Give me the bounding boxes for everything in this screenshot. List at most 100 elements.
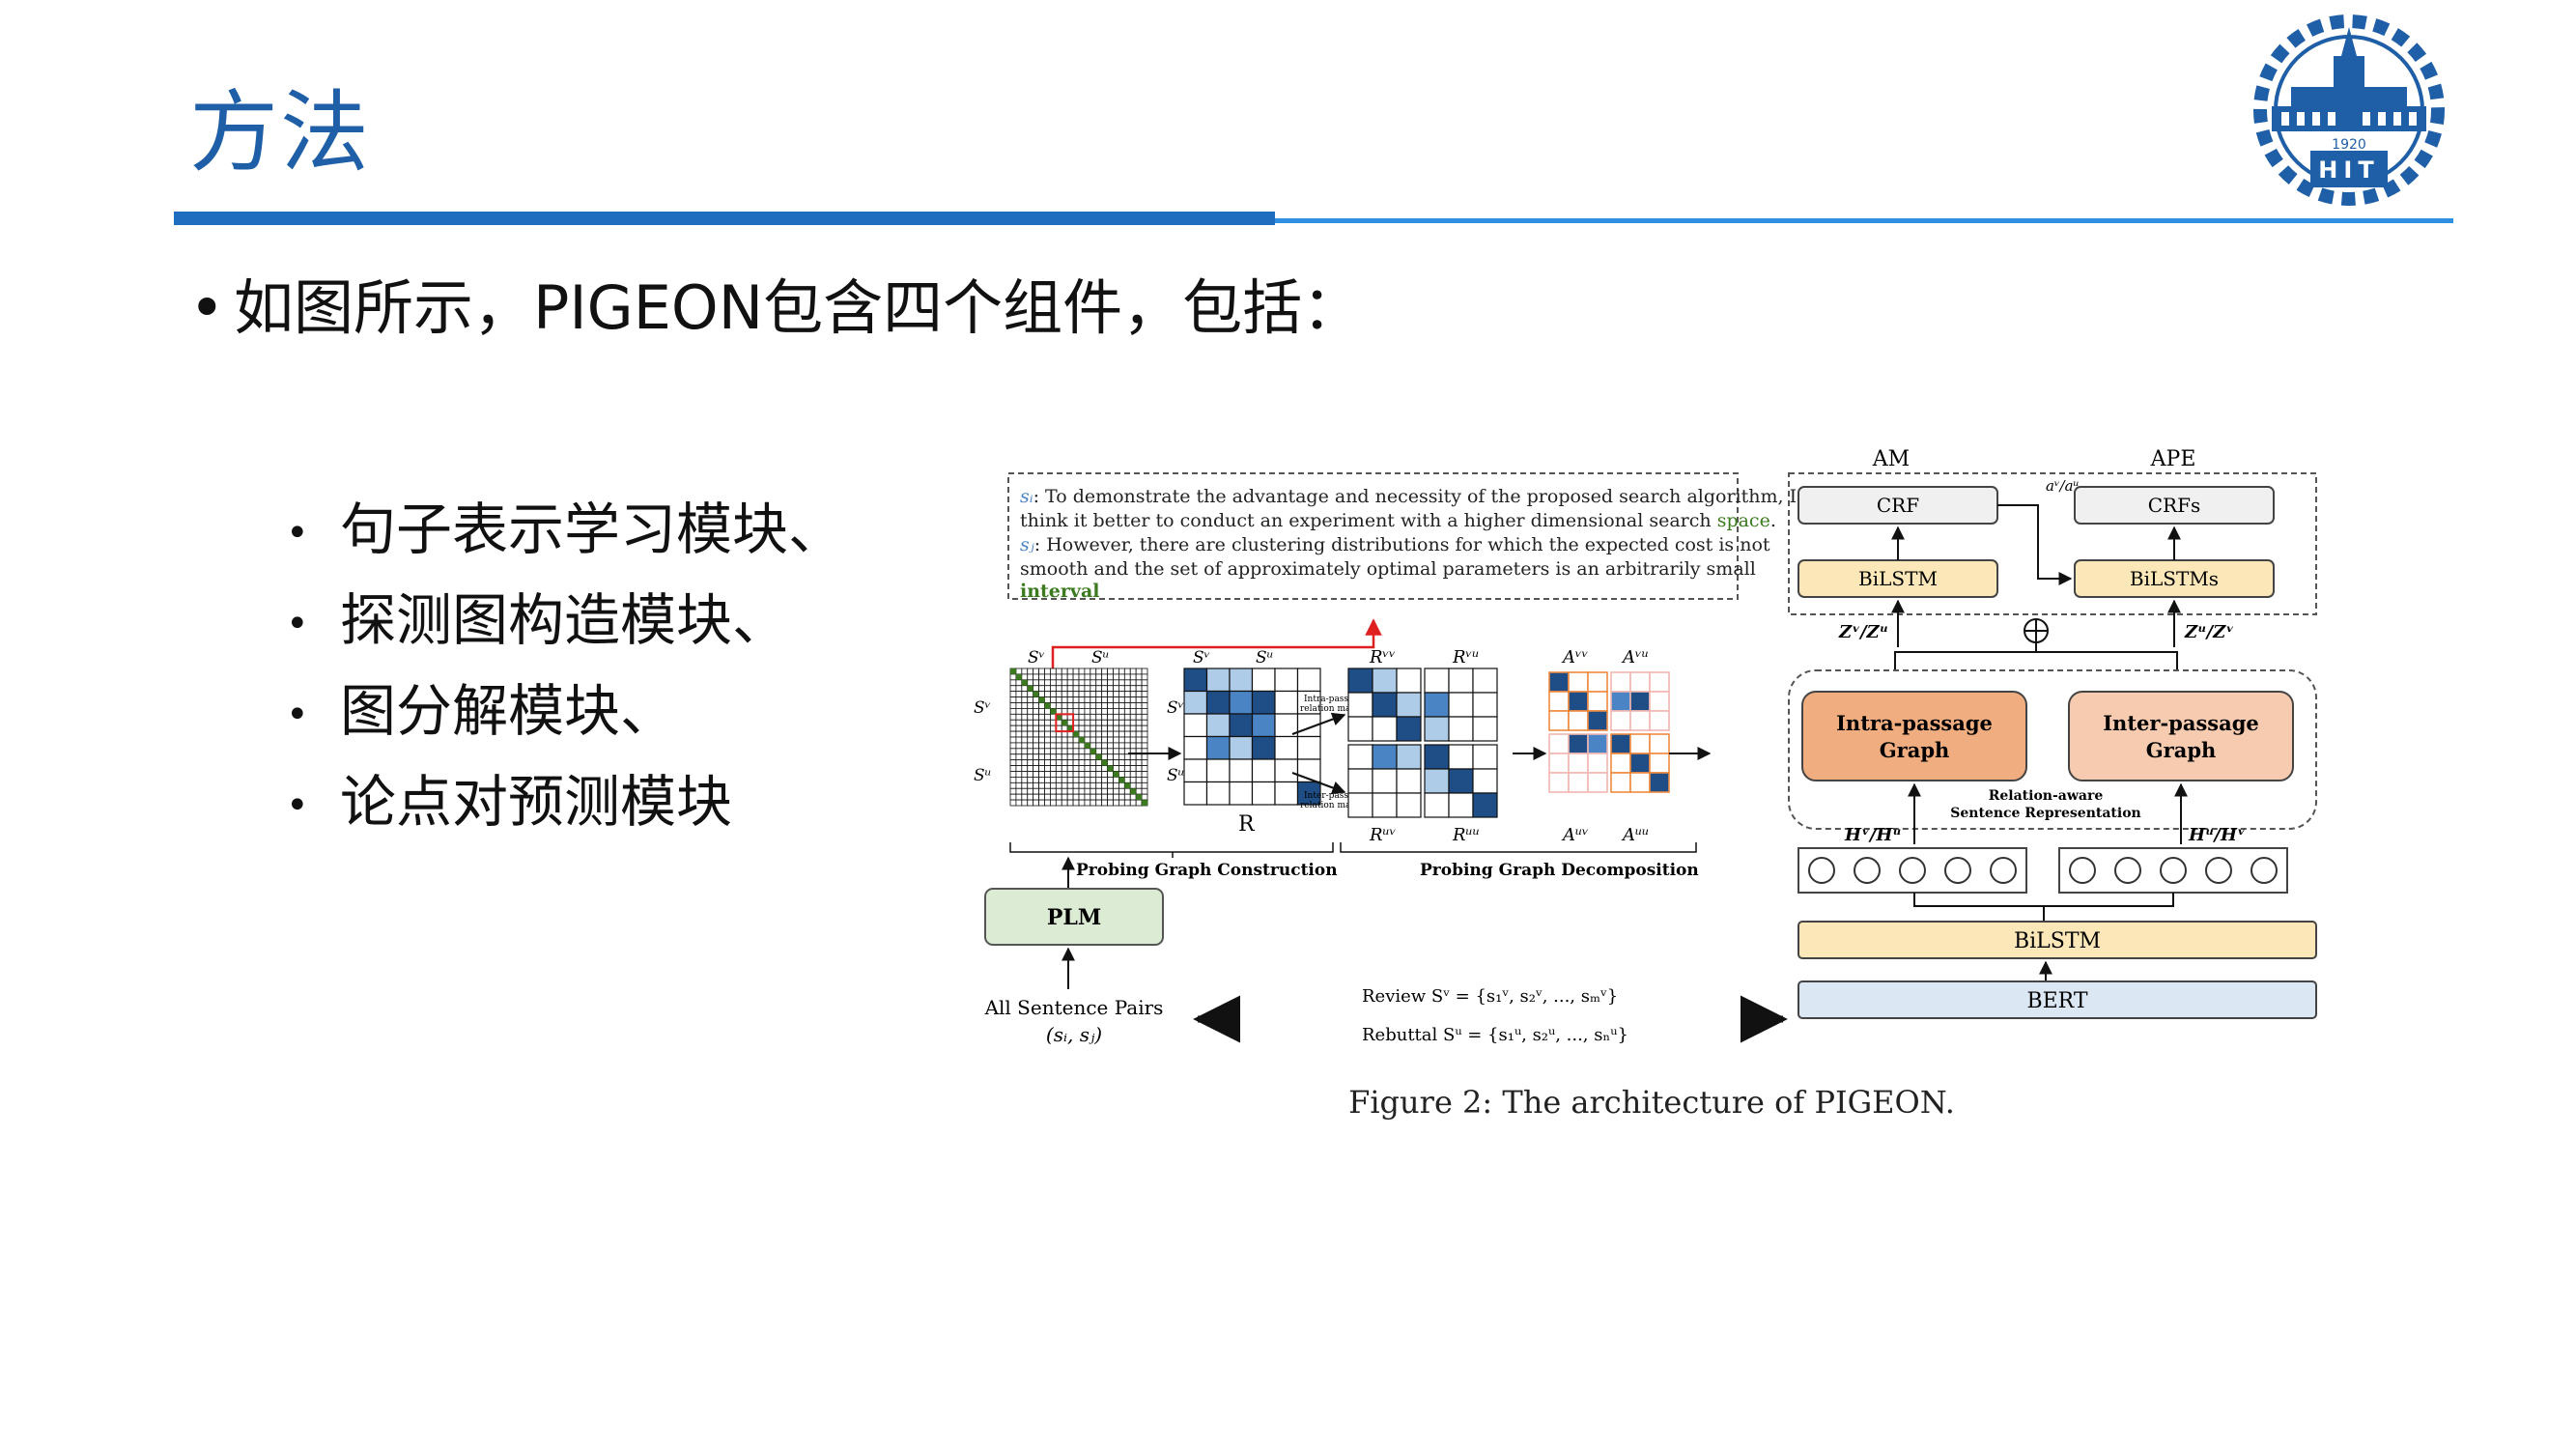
matrix-cell (1118, 679, 1125, 687)
matrix-cell (1044, 708, 1051, 715)
example-sj-line2: smooth and the set of approximately opti… (1020, 558, 1756, 580)
r-sub-cell (1347, 768, 1373, 794)
r-sub-cell (1472, 692, 1498, 718)
matrix-cell (1021, 713, 1029, 721)
r-sub-cell (1424, 668, 1450, 694)
matrix-cell (1113, 708, 1119, 715)
matrix-cell (1113, 713, 1119, 721)
matrix-cell (1107, 742, 1114, 750)
label-hu-hv: Hᵘ/Hᵛ (2188, 825, 2246, 845)
matrix-cell (1033, 799, 1039, 807)
matrix-cell (1123, 668, 1131, 675)
matrix-diag-cell (1130, 788, 1137, 795)
r-cell (1183, 690, 1208, 715)
matrix-cell (1038, 777, 1045, 783)
a-cell (1610, 733, 1631, 754)
matrix-cell (1095, 781, 1103, 789)
matrix-cell (1118, 702, 1125, 709)
matrix-cell (1078, 719, 1086, 726)
matrix-cell (1107, 724, 1114, 732)
matrix-cell (1090, 742, 1097, 750)
r-sub-cell (1396, 768, 1422, 794)
matrix-cell (1113, 702, 1119, 709)
matrix-cell (1090, 708, 1097, 715)
r-sub-cell (1448, 792, 1474, 818)
matrix-cell (1095, 759, 1103, 766)
matrix-diag-cell (1095, 753, 1102, 760)
matrix-cell (1123, 753, 1131, 761)
matrix-cell (1050, 673, 1057, 681)
matrix-diag-cell (1079, 737, 1085, 743)
label-su-top: Sᵘ (1091, 648, 1109, 668)
bilstms-label: BiLSTMs (2130, 567, 2219, 590)
matrix-cell (1009, 730, 1017, 738)
list-item-text: 探测图构造模块、 (340, 587, 789, 653)
matrix-cell (1009, 708, 1017, 715)
matrix-cell (1135, 799, 1143, 807)
matrix-cell (1050, 742, 1057, 750)
matrix-cell (1123, 765, 1131, 772)
matrix-cell (1015, 730, 1023, 738)
matrix-cell (1107, 753, 1114, 761)
matrix-cell (1072, 679, 1080, 687)
matrix-cell (1038, 730, 1045, 738)
crfs-label: CRFs (2148, 494, 2201, 517)
matrix-cell (1135, 781, 1143, 789)
matrix-cell (1084, 719, 1091, 726)
matrix-cell (1090, 702, 1097, 709)
matrix-cell (1123, 702, 1131, 709)
matrix-cell (1141, 753, 1148, 761)
r-cell (1229, 668, 1254, 693)
matrix-cell (1129, 713, 1137, 721)
matrix-cell (1090, 771, 1097, 778)
matrix-cell (1027, 719, 1034, 726)
matrix-cell (1009, 719, 1017, 726)
hidden-node (1808, 857, 1835, 884)
matrix-cell (1038, 793, 1045, 801)
label-am: AM (1872, 447, 1910, 471)
r-sub-cell (1347, 668, 1373, 694)
matrix-cell (1015, 781, 1023, 789)
crf-label: CRF (1877, 494, 1919, 517)
matrix-cell (1061, 696, 1068, 703)
matrix-cell (1101, 799, 1108, 807)
label-zu-zv: Zᵘ/Zᵛ (2184, 622, 2234, 642)
matrix-cell (1141, 765, 1148, 772)
matrix-cell (1123, 696, 1131, 703)
matrix-cell (1066, 702, 1074, 709)
matrix-cell (1015, 771, 1023, 778)
matrix-cell (1090, 679, 1097, 687)
a-cell (1568, 772, 1589, 793)
matrix-cell (1033, 736, 1039, 744)
matrix-cell (1033, 781, 1039, 789)
matrix-cell (1072, 765, 1080, 772)
matrix-diag-cell (1107, 765, 1114, 772)
list-item-text: 句子表示学习模块、 (340, 497, 845, 562)
matrix-cell (1101, 691, 1108, 697)
matrix-cell (1141, 781, 1148, 789)
matrix-cell (1033, 719, 1039, 726)
matrix-cell (1021, 781, 1029, 789)
matrix-cell (1135, 730, 1143, 738)
matrix-cell (1078, 673, 1086, 681)
matrix-cell (1061, 685, 1068, 693)
matrix-cell (1141, 771, 1148, 778)
matrix-cell (1027, 753, 1034, 761)
matrix-cell (1118, 765, 1125, 772)
label-inter-small2: relation matrix (1300, 801, 1366, 810)
main-bullet: •如图所示，PIGEON包含四个组件，包括： (189, 272, 1363, 343)
hidden-node (1854, 857, 1881, 884)
a-cell (1568, 691, 1589, 712)
matrix-diag-cell (1021, 679, 1028, 686)
r-cell (1251, 735, 1276, 760)
a-cell (1568, 710, 1589, 731)
r-cell (1274, 781, 1299, 806)
matrix-cell (1095, 691, 1103, 697)
r-sub-cell (1347, 792, 1373, 818)
matrix-cell (1101, 702, 1108, 709)
matrix-cell (1129, 759, 1137, 766)
matrix-cell (1123, 771, 1131, 778)
matrix-cell (1141, 708, 1148, 715)
matrix-cell (1055, 691, 1062, 697)
matrix-cell (1090, 719, 1097, 726)
